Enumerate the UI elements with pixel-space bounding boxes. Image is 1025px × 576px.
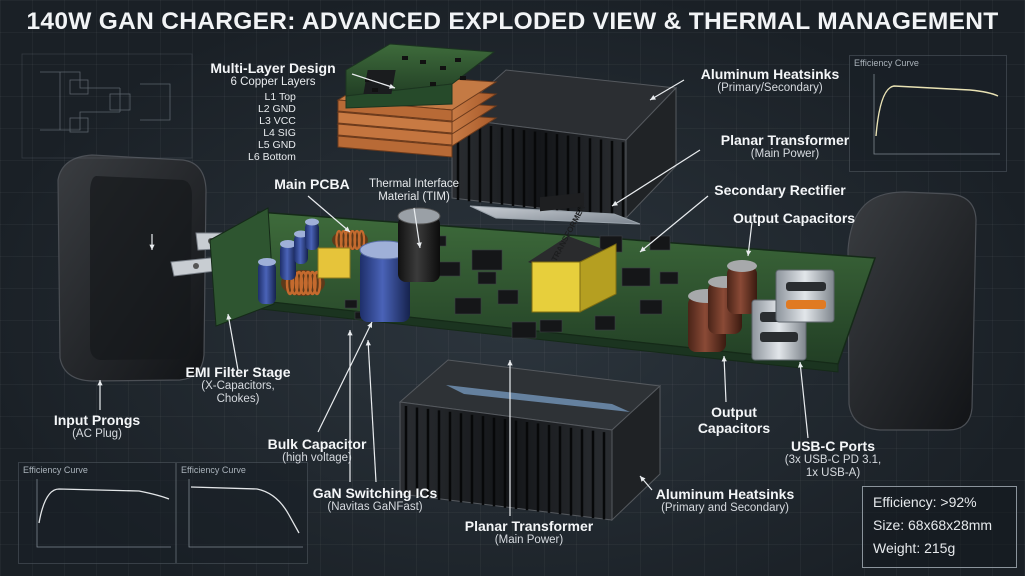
- ic-chip: [344, 299, 358, 309]
- callout-sub: (X-Capacitors,: [201, 380, 275, 393]
- page-title: 140W GAN CHARGER: ADVANCED EXPLODED VIEW…: [26, 8, 999, 35]
- ic-chip: [594, 315, 616, 331]
- callout-heading: GaN Switching ICs: [312, 485, 438, 501]
- callout-heading: Planar Transformer: [464, 518, 594, 534]
- output-capacitors: [688, 260, 757, 352]
- x-capacitor: [317, 247, 351, 279]
- ic-chip: [659, 271, 679, 285]
- mini-chart-plot: [873, 74, 1000, 155]
- callout-heading: Multi-Layer Design: [210, 60, 336, 76]
- small-caps: [258, 218, 319, 304]
- main-transformer: TRANSFORMER: [528, 192, 617, 313]
- mini-chart-plot: [188, 479, 303, 548]
- callout-heading: Secondary Rectifier: [714, 182, 846, 198]
- spec-weight: Weight: 215g: [873, 540, 956, 556]
- layer-item: L5 GND: [257, 139, 296, 152]
- schematic-inset: [21, 53, 193, 159]
- callout-heading: Aluminum Heatsinks: [700, 66, 840, 82]
- callout-leader-lines: [97, 73, 809, 516]
- mini-chart-title: Efficiency Curve: [854, 58, 919, 68]
- callout-sub: (AC Plug): [72, 428, 122, 441]
- callout-tim: Thermal Interface Material (TIM): [350, 178, 478, 204]
- callout-multilayer: Multi-Layer Design 6 Copper Layers: [198, 60, 348, 89]
- callout-planar-bottom: Planar Transformer (Main Power): [444, 518, 614, 547]
- ic-chip: [497, 289, 519, 305]
- callout-sub: 1x USB-A): [805, 467, 861, 480]
- callout-heading: Output: [711, 404, 757, 420]
- efficiency-chart-bottom-left-2: Efficiency Curve: [176, 462, 308, 564]
- callout-main-pcba: Main PCBA: [262, 176, 362, 192]
- ic-chip: [471, 249, 503, 271]
- callout-secondary-rectifier: Secondary Rectifier: [700, 182, 860, 198]
- efficiency-chart-top-right: Efficiency Curve: [849, 55, 1007, 172]
- mini-chart-title: Efficiency Curve: [181, 465, 246, 475]
- usb-ports: [751, 269, 835, 361]
- layer-item: L1 Top: [264, 91, 296, 103]
- callout-line: Material (TIM): [378, 191, 450, 204]
- multilayer-pcb-stack: [336, 43, 498, 158]
- bottom-heatsink: [398, 359, 662, 522]
- callout-heading: EMI Filter Stage: [185, 364, 291, 380]
- callout-sub: 6 Copper Layers: [230, 76, 316, 89]
- callout-output-caps-top: Output Capacitors: [724, 210, 864, 226]
- callout-output-caps-bottom: Output Capacitors: [684, 404, 784, 436]
- ic-chip: [539, 319, 563, 333]
- callout-heading: Output Capacitors: [732, 210, 856, 226]
- callout-gan: GaN Switching ICs (Navitas GaNFast): [300, 485, 450, 514]
- callout-heading: USB-C Ports: [790, 438, 875, 454]
- bulk-capacitor: [359, 207, 441, 322]
- callout-heading: Bulk Capacitor: [267, 436, 367, 452]
- callout-sub: (Main Power): [750, 148, 820, 161]
- callout-input-prongs: Input Prongs (AC Plug): [42, 412, 152, 441]
- callout-bulk-cap: Bulk Capacitor (high voltage): [254, 436, 380, 465]
- ic-chip: [511, 321, 537, 339]
- right-housing-shell: [847, 191, 977, 431]
- layer-item: L3 VCC: [259, 115, 296, 128]
- callout-sub: (3x USB-C PD 3.1,: [784, 454, 882, 467]
- spec-efficiency: Efficiency: >92%: [873, 494, 977, 510]
- ic-chip: [621, 267, 651, 287]
- layer-list: L1 Top L2 GND L3 VCC L4 SIG L5 GND L6 Bo…: [248, 91, 296, 164]
- callout-sub: (high voltage): [282, 452, 352, 465]
- ic-chip: [639, 299, 663, 315]
- efficiency-chart-bottom-left-1: Efficiency Curve: [18, 462, 176, 564]
- spec-box: Efficiency: >92% Size: 68x68x28mm Weight…: [862, 486, 1017, 568]
- mini-chart-title: Efficiency Curve: [23, 465, 88, 475]
- ic-chip: [649, 235, 671, 251]
- callout-heatsink-bottom: Aluminum Heatsinks (Primary and Secondar…: [640, 486, 810, 515]
- ic-chip: [437, 261, 461, 277]
- layer-item: L2 GND: [257, 103, 296, 116]
- ic-chip: [477, 271, 497, 285]
- callout-sub: (Main Power): [494, 534, 564, 547]
- callout-planar-top: Planar Transformer (Main Power): [700, 132, 870, 161]
- top-thermal-pad: [469, 205, 641, 225]
- callout-heatsink-top: Aluminum Heatsinks (Primary/Secondary): [690, 66, 850, 95]
- left-housing-shell: [57, 154, 207, 382]
- callout-heading: Main PCBA: [274, 176, 350, 192]
- ic-chip: [454, 297, 482, 315]
- layer-item: L4 SIG: [263, 127, 296, 140]
- mini-chart-plot: [36, 479, 171, 548]
- callout-sub: (Primary and Secondary): [661, 502, 789, 515]
- layer-item: L6 Bottom: [248, 151, 296, 164]
- callout-sub: (Primary/Secondary): [717, 82, 823, 95]
- callout-heading: Input Prongs: [53, 412, 141, 428]
- callout-heading: Capacitors: [697, 420, 771, 437]
- callout-heading: Planar Transformer: [720, 132, 850, 148]
- callout-sub: Chokes): [216, 393, 260, 406]
- callout-heading: Aluminum Heatsinks: [655, 486, 795, 502]
- callout-usbc: USB-C Ports (3x USB-C PD 3.1, 1x USB-A): [768, 438, 898, 481]
- callout-emi: EMI Filter Stage (X-Capacitors, Chokes): [168, 364, 308, 407]
- callout-sub: (Navitas GaNFast): [327, 501, 423, 514]
- main-pcba: TRANSFORMER: [209, 192, 877, 373]
- callout-line: Thermal Interface: [368, 178, 460, 190]
- spec-size: Size: 68x68x28mm: [873, 517, 993, 533]
